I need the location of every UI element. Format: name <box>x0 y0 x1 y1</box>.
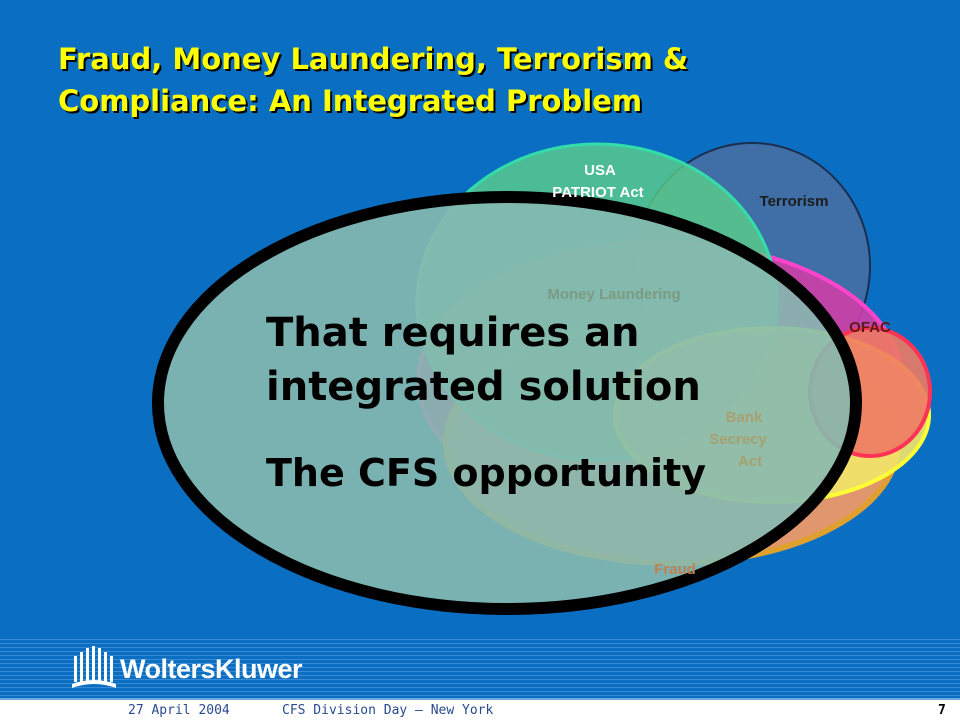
venn-diagram: USA PATRIOT Act Terrorism Money Launderi… <box>152 142 932 615</box>
label-usa: USA <box>584 162 616 179</box>
slide-title: Fraud, Money Laundering, Terrorism & Com… <box>58 38 858 122</box>
label-act: Act <box>738 453 762 470</box>
statement-line-3: The CFS opportunity <box>266 451 706 495</box>
statement-line-1: That requires an <box>266 310 640 356</box>
footer-event: CFS Division Day – New York <box>282 703 494 718</box>
slide-title-line-2: Compliance: An Integrated Problem <box>58 84 643 118</box>
integrated-solution-ellipse <box>152 191 862 615</box>
label-ofac: OFAC <box>849 319 891 336</box>
statement-line-2: integrated solution <box>266 364 701 410</box>
footer-band <box>0 636 960 698</box>
label-bank: Bank <box>726 409 763 426</box>
wolters-kluwer-wordmark: WoltersKluwer <box>120 654 303 684</box>
label-patriot-act: PATRIOT Act <box>552 184 643 201</box>
slide-title-line-1: Fraud, Money Laundering, Terrorism & <box>58 42 689 76</box>
label-terrorism: Terrorism <box>760 193 829 210</box>
wolters-kluwer-logo-icon <box>72 646 116 688</box>
label-fraud: Fraud <box>654 561 696 578</box>
label-money-laundering: Money Laundering <box>547 286 680 303</box>
label-secrecy: Secrecy <box>709 431 767 448</box>
footer-date: 27 April 2004 <box>128 703 230 718</box>
slide-number: 7 <box>938 703 946 718</box>
footer-bar: 27 April 2004 CFS Division Day – New Yor… <box>0 698 960 722</box>
